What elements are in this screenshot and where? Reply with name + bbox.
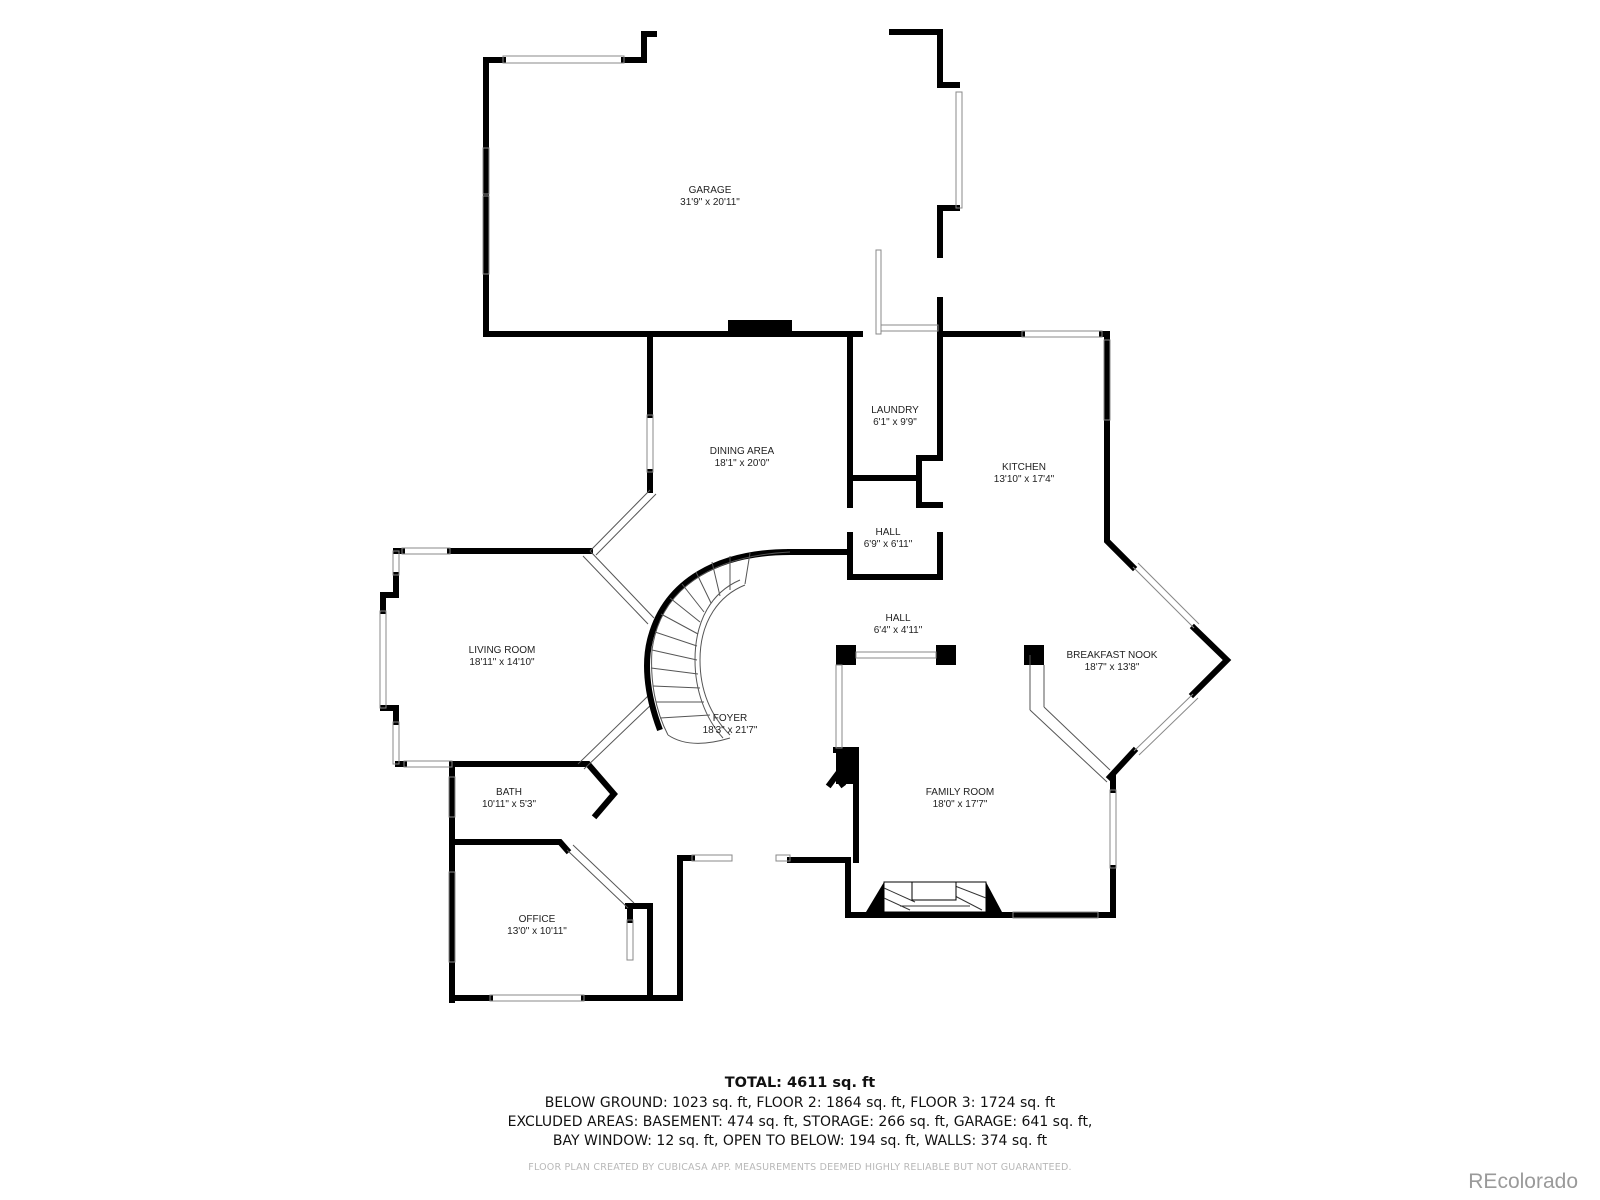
pillars (836, 645, 1044, 784)
room-kitchen: KITCHEN (1002, 462, 1046, 473)
svg-text:6'9" x 6'11": 6'9" x 6'11" (864, 539, 913, 550)
room-laundry: LAUNDRY (871, 405, 919, 416)
room-foyer: FOYER (713, 713, 747, 724)
walls (380, 29, 1232, 1003)
fireplace (866, 881, 1002, 913)
svg-text:6'4" x 4'11": 6'4" x 4'11" (874, 625, 923, 636)
watermark-logo: REcolorado (1468, 1170, 1578, 1193)
svg-text:18'7" x 13'8": 18'7" x 13'8" (1085, 662, 1140, 673)
room-bath: BATH (496, 787, 522, 798)
svg-text:13'10" x 17'4": 13'10" x 17'4" (994, 474, 1055, 485)
staircase (644, 549, 791, 744)
svg-text:31'9" x 20'11": 31'9" x 20'11" (680, 197, 740, 208)
room-garage: GARAGE (689, 185, 732, 196)
room-living: LIVING ROOM (469, 645, 536, 656)
room-family: FAMILY ROOM (926, 787, 995, 798)
svg-text:6'1" x 9'9": 6'1" x 9'9" (873, 417, 917, 428)
room-hall-upper: HALL (875, 527, 900, 538)
area-breakdown-floors: BELOW GROUND: 1023 sq. ft, FLOOR 2: 1864… (544, 1095, 1056, 1111)
svg-text:18'11" x 14'10": 18'11" x 14'10" (469, 657, 535, 668)
room-dining: DINING AREA (710, 446, 775, 457)
passages (566, 489, 1111, 909)
svg-text:18'0" x 17'7": 18'0" x 17'7" (933, 799, 988, 810)
svg-text:13'0" x 10'11": 13'0" x 10'11" (507, 926, 567, 937)
total-area: TOTAL: 4611 sq. ft (724, 1075, 876, 1091)
svg-text:10'11" x 5'3": 10'11" x 5'3" (482, 799, 537, 810)
room-labels: GARAGE 31'9" x 20'11" LAUNDRY 6'1" x 9'9… (469, 185, 1158, 937)
area-breakdown-excluded: EXCLUDED AREAS: BASEMENT: 474 sq. ft, ST… (507, 1114, 1093, 1130)
svg-text:18'3" x 21'7": 18'3" x 21'7" (703, 725, 758, 736)
area-breakdown-other: BAY WINDOW: 12 sq. ft, OPEN TO BELOW: 19… (552, 1133, 1048, 1149)
disclaimer: FLOOR PLAN CREATED BY CUBICASA APP. MEAS… (528, 1162, 1072, 1173)
svg-text:18'1" x 20'0": 18'1" x 20'0" (715, 458, 770, 469)
windows (379, 55, 1200, 1002)
room-hall-lower: HALL (885, 613, 910, 624)
room-breakfast-nook: BREAKFAST NOOK (1067, 650, 1158, 661)
room-office: OFFICE (519, 914, 556, 925)
